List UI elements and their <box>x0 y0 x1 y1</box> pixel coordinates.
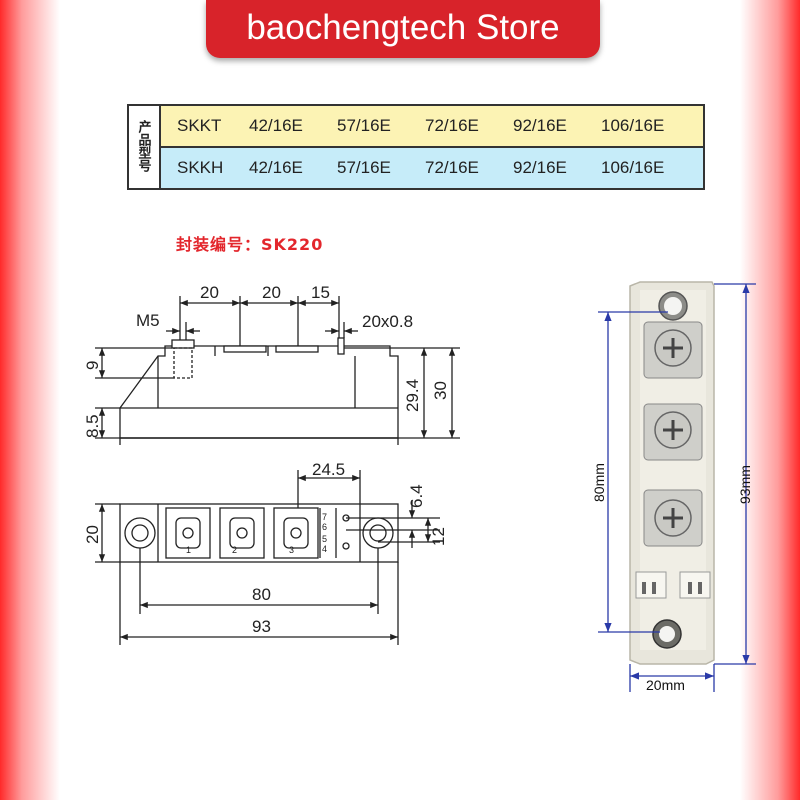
row-value: 92/16E <box>513 116 567 135</box>
row-value: 42/16E <box>249 158 303 177</box>
store-banner: baochengtech Store <box>206 0 600 58</box>
dim-6-4: 6.4 <box>407 484 426 508</box>
screw-terminal <box>643 321 703 379</box>
module-photo <box>629 281 715 665</box>
dim-30: 30 <box>431 381 450 400</box>
row-value: 106/16E <box>601 158 665 177</box>
terminal-label: 1 <box>186 545 191 555</box>
store-title: baochengtech Store <box>246 8 560 47</box>
row-value: 92/16E <box>513 158 567 177</box>
row-value: 57/16E <box>337 158 391 177</box>
screw-terminal <box>643 403 703 461</box>
model-row-skkt: SKKT 42/16E 57/16E 72/16E 92/16E 106/16E <box>159 104 705 148</box>
package-code: 封装编号：SK220 <box>176 235 324 254</box>
model-header-text: 产品型号 <box>136 119 152 172</box>
dim-9: 9 <box>83 361 102 370</box>
dim-15: 15 <box>311 283 330 302</box>
terminal-label: 2 <box>232 545 237 555</box>
top-view-labels: 24.5 6.4 12 20 80 93 1 2 3 7 6 5 4 <box>83 460 448 636</box>
dim-8-5: 8.5 <box>83 414 102 438</box>
dim-20a: 20 <box>200 283 219 302</box>
photo-dimensions <box>598 283 756 692</box>
dim-93mm: 93mm <box>737 465 753 504</box>
model-row-skkh: SKKH 42/16E 57/16E 72/16E 92/16E 106/16E <box>159 146 705 190</box>
side-view-labels: 20 20 15 M5 20x0.8 9 8.5 29.4 30 <box>83 283 450 438</box>
dim-m5: M5 <box>136 311 160 330</box>
row-value: 72/16E <box>425 158 479 177</box>
row-value: 72/16E <box>425 116 479 135</box>
top-view <box>95 470 440 645</box>
pin-label: 7 <box>322 512 327 522</box>
pin-label: 4 <box>322 544 327 554</box>
row-prefix: SKKT <box>177 116 222 135</box>
pin-label: 6 <box>322 522 327 532</box>
side-view <box>95 296 460 445</box>
model-table: 产品型号 SKKT 42/16E 57/16E 72/16E 92/16E 10… <box>127 104 705 190</box>
row-value: 106/16E <box>601 116 665 135</box>
dim-12: 12 <box>429 527 448 546</box>
pin-label: 5 <box>322 534 327 544</box>
dim-20: 20 <box>83 525 102 544</box>
dim-80mm: 80mm <box>591 463 607 502</box>
screw-terminal <box>643 489 703 547</box>
model-header: 产品型号 <box>127 104 161 190</box>
row-prefix: SKKH <box>177 158 224 177</box>
row-value: 57/16E <box>337 116 391 135</box>
dim-80: 80 <box>252 585 271 604</box>
dim-93: 93 <box>252 617 271 636</box>
photo-dimension-labels: 80mm 93mm 20mm <box>591 463 753 693</box>
dim-29-4: 29.4 <box>403 379 422 412</box>
terminal-label: 3 <box>289 545 294 555</box>
row-value: 42/16E <box>249 116 303 135</box>
dim-20x08: 20x0.8 <box>362 312 413 331</box>
dim-24-5: 24.5 <box>312 460 345 479</box>
dim-20b: 20 <box>262 283 281 302</box>
dim-20mm: 20mm <box>646 677 685 693</box>
